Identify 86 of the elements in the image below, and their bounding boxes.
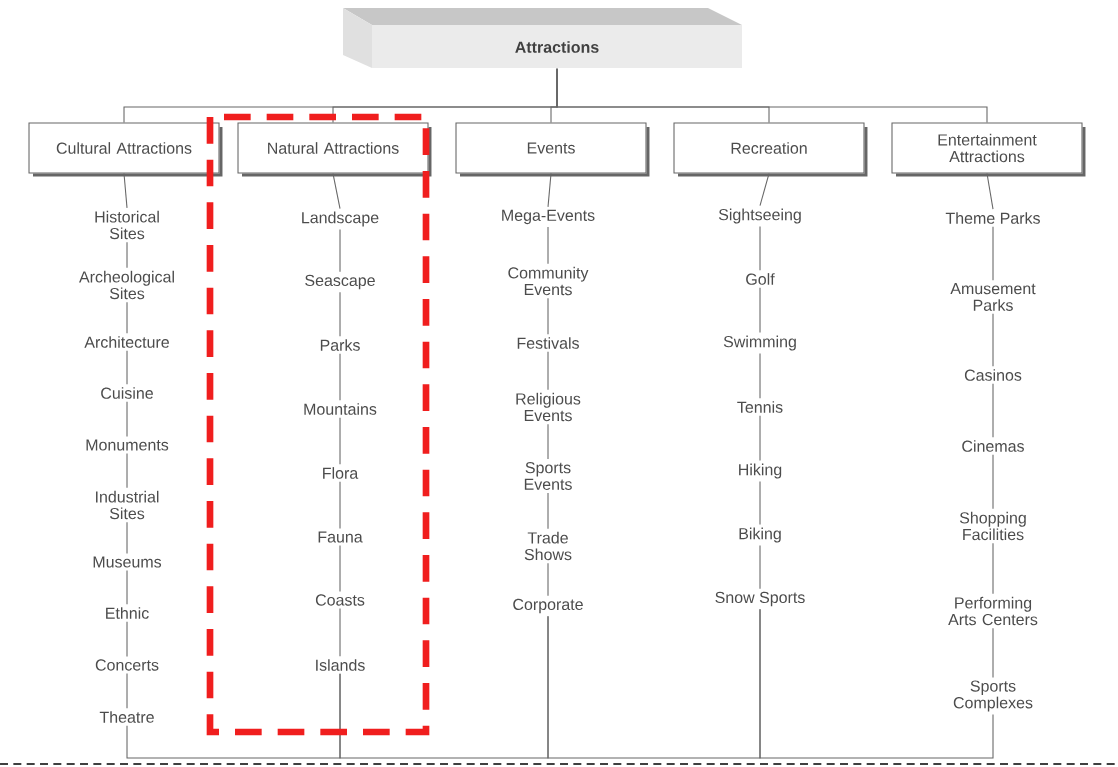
category-box: Events: [455, 122, 650, 177]
connector-line: [759, 225, 761, 271]
item-label: Biking: [739, 527, 781, 543]
connector-line: [986, 173, 994, 210]
item-label: Trade Shows: [524, 531, 572, 561]
connector-line: [556, 68, 988, 123]
root-box: Attractions: [343, 8, 742, 68]
connector-line: [339, 544, 341, 592]
item-label: Tennis: [737, 401, 783, 413]
connector-line: [339, 417, 341, 465]
item-label: Casinos: [964, 369, 1022, 381]
connector-line: [992, 454, 994, 510]
category-box: Recreation: [673, 122, 868, 177]
item-label: Religious Events: [516, 392, 581, 422]
connector-line: [992, 226, 994, 281]
connector-line: [126, 569, 128, 605]
item-label: Mountains: [304, 403, 377, 415]
item-label: Monuments: [86, 439, 169, 451]
item-label: Community Events: [508, 266, 589, 296]
connector-line: [759, 415, 761, 462]
connector-line: [339, 228, 341, 273]
item-label: Snow Sports: [715, 591, 805, 607]
connector-line: [339, 353, 341, 401]
item-label: Performing Arts Centers: [948, 596, 1038, 626]
connector-line: [547, 226, 549, 265]
item-label: Industrial Sites: [96, 490, 159, 520]
connector-line: [126, 621, 128, 657]
item-label: Architecture: [84, 336, 169, 348]
item-label: Cuisine: [101, 387, 153, 399]
item-label: Sports Complexes: [953, 680, 1033, 712]
connector-line: [339, 608, 341, 657]
connector-line: [547, 297, 549, 335]
item-label: Archeological Sites: [79, 270, 174, 300]
connector-line: [547, 562, 549, 597]
item-label: Flora: [323, 467, 359, 479]
connector-line: [339, 481, 341, 529]
item-label: Mega-Events: [502, 209, 595, 225]
connector-line: [992, 542, 994, 595]
connector-line: [992, 313, 994, 367]
category-box: Natural Attractions: [237, 122, 432, 177]
connector-line: [759, 173, 770, 207]
connector-line: [126, 350, 128, 385]
connector-line: [992, 383, 994, 438]
item-label: Parks: [320, 339, 360, 351]
connector-line: [759, 352, 761, 399]
item-label: Theatre: [99, 711, 154, 723]
category-box: Cultural Attractions: [28, 122, 223, 177]
connector-line: [126, 521, 128, 554]
item-label: Landscape: [302, 211, 379, 227]
item-label: Corporate: [513, 598, 583, 614]
connector-line: [332, 173, 341, 210]
item-label: Ethnic: [106, 607, 149, 619]
item-label: Shopping Facilities: [959, 511, 1026, 541]
category-box: Entertainment Attractions: [891, 122, 1086, 177]
connector-line: [759, 287, 761, 334]
item-label: Museums: [93, 556, 162, 568]
connector-line: [126, 452, 128, 489]
connector-line: [547, 423, 549, 460]
connector-line: [126, 241, 128, 269]
item-label: Festivals: [517, 337, 579, 349]
item-label: Amusement Parks: [950, 283, 1036, 311]
connector-line: [992, 627, 994, 678]
connector-line: [339, 291, 341, 337]
item-label: Hiking: [739, 463, 782, 479]
item-label: Swimming: [723, 335, 796, 351]
item-label: Seascape: [305, 274, 375, 290]
item-label: Cinemas: [962, 440, 1024, 452]
item-label: Concerts: [95, 659, 159, 671]
connector-line: [126, 301, 128, 334]
item-label: Sightseeing: [718, 208, 801, 224]
connector-line: [547, 351, 549, 391]
item-label: Historical Sites: [95, 210, 159, 240]
connector-line: [123, 173, 128, 209]
item-label: Golf: [746, 273, 775, 285]
item-label: Sports Events: [524, 462, 572, 490]
connector-line: [126, 673, 128, 709]
connector-line: [759, 608, 994, 759]
connector-line: [759, 544, 761, 590]
connector-line: [547, 492, 549, 530]
connector-line: [759, 480, 761, 526]
connector-line: [547, 173, 552, 208]
item-label: Theme Parks: [945, 212, 1040, 224]
item-label: Coasts: [315, 594, 365, 606]
item-label: Fauna: [318, 531, 363, 543]
item-label: Islands: [316, 659, 365, 671]
connector-line: [126, 401, 128, 437]
